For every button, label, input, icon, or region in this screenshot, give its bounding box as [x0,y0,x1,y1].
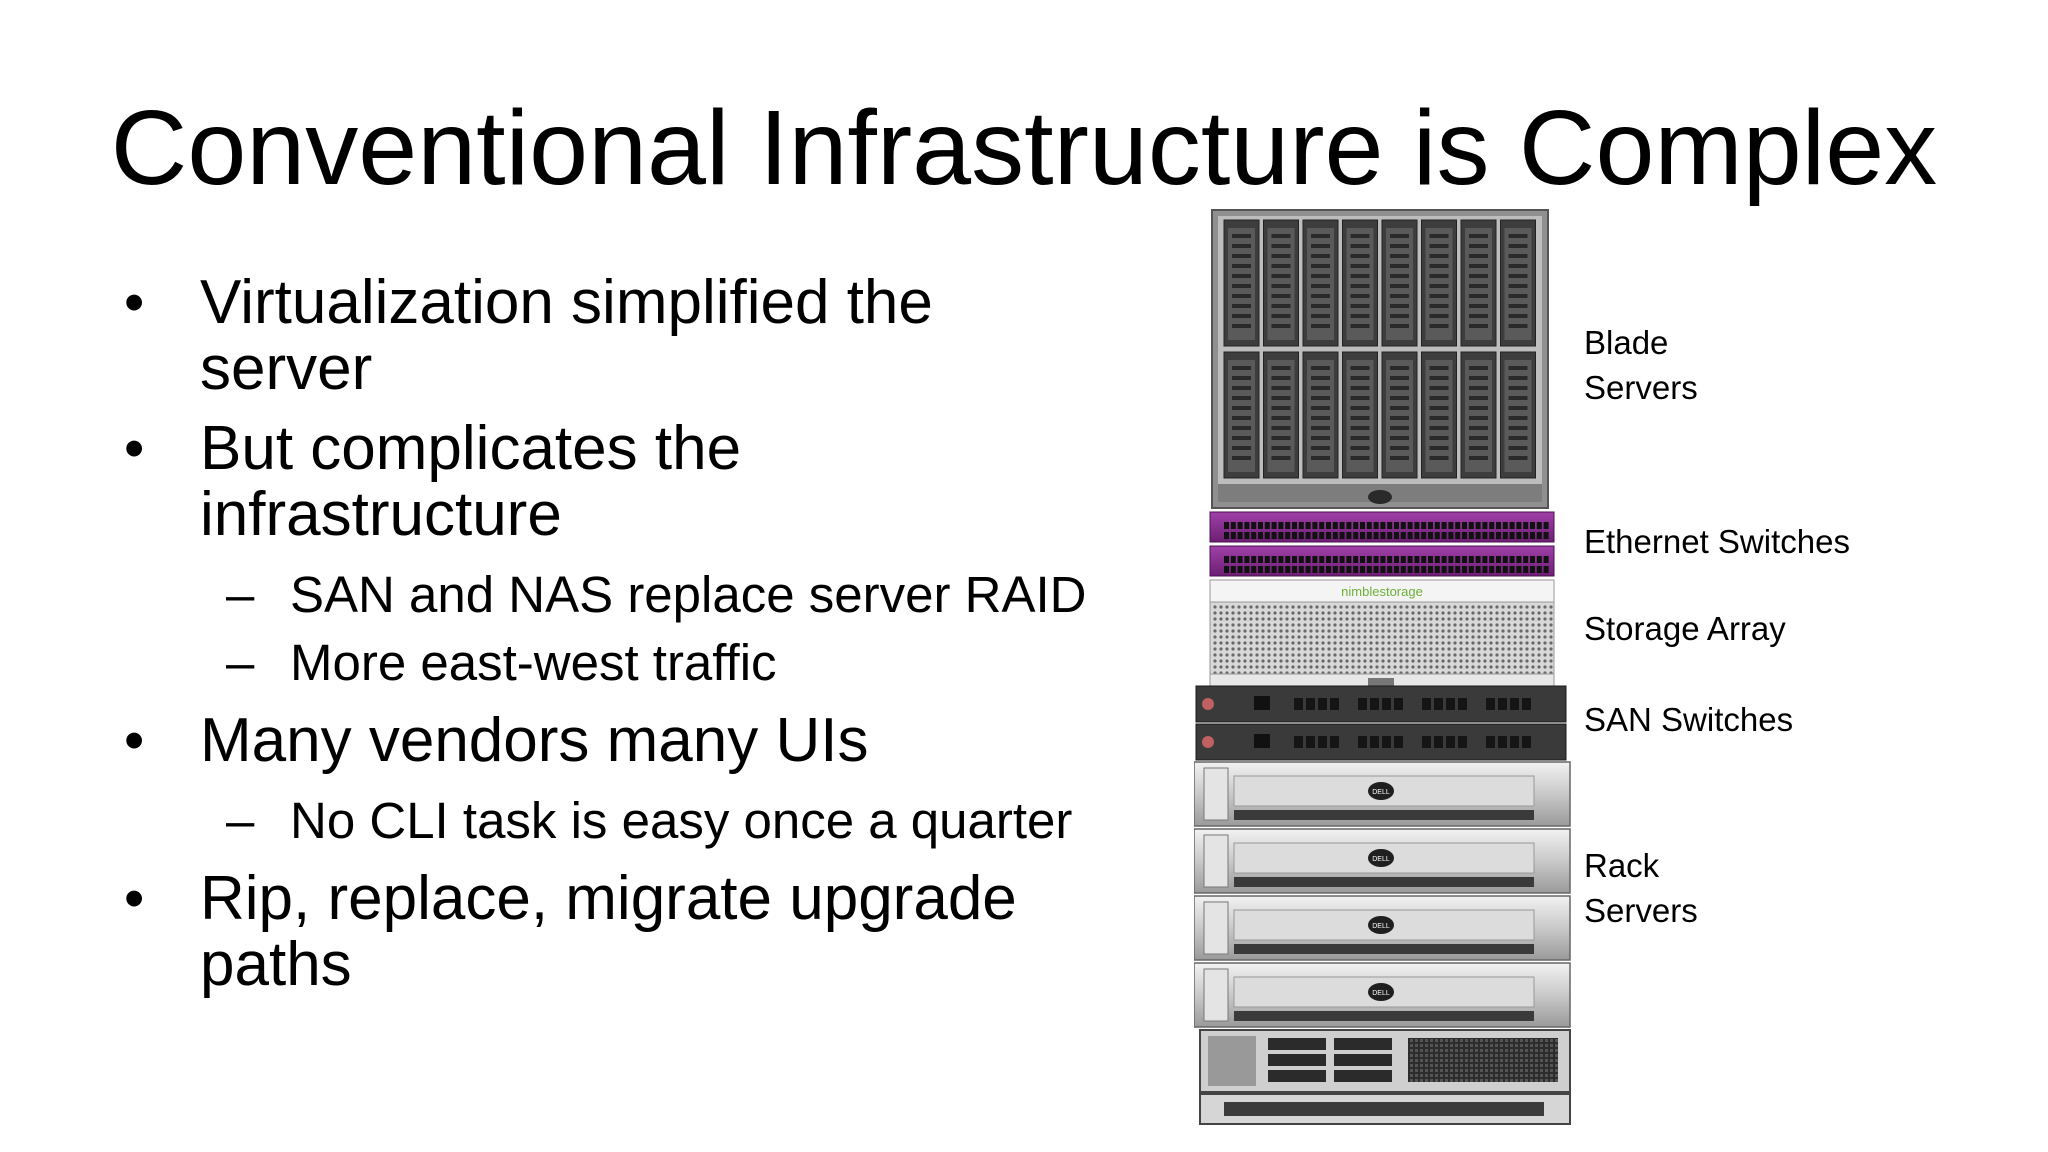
svg-text:DELL: DELL [1372,990,1390,997]
svg-text:DELL: DELL [1372,789,1390,796]
bullet-item: • Rip, replace, migrate upgrade paths [118,866,1118,998]
storage-array: nimblestorage [1209,579,1555,693]
bullet-item: • Many vendors many UIs [118,708,1118,774]
bullet-list: • Virtualization simplified the server •… [118,270,1118,1012]
label-storage-array: Storage Array [1584,610,1786,647]
label-ethernet-switches: Ethernet Switches [1584,523,1850,560]
label-blade-servers: Blade Servers [1584,324,1698,406]
bullet-text: Many vendors many UIs [200,706,869,775]
bullet-text: Virtualization simplified the server [200,268,933,403]
ethernet-switches [1209,511,1555,577]
bullet-symbol: • [124,416,145,481]
bullet-symbol: • [124,270,145,335]
label-rack-servers: Rack Servers [1584,847,1698,929]
bullet-symbol: • [124,708,145,773]
storage-brand: nimblestorage [1341,584,1423,599]
blade-chassis [1211,209,1549,509]
rack-illustration: nimblestorage DELL DELL DELL DELL [1194,208,1574,1128]
sub-bullet-item: – No CLI task is easy once a quarter [118,788,1118,854]
svg-text:DELL: DELL [1372,923,1390,930]
svg-text:DELL: DELL [1372,856,1390,863]
sub-bullet-text: SAN and NAS replace server RAID [290,566,1087,623]
bullet-text: Rip, replace, migrate upgrade paths [200,864,1017,999]
bullet-symbol: • [124,866,145,931]
label-san-switches: SAN Switches [1584,701,1794,738]
sub-bullet-symbol: – [226,792,255,849]
sub-bullet-symbol: – [226,566,255,623]
rack-servers: DELL DELL DELL DELL [1194,761,1571,1028]
sub-bullet-text: More east-west traffic [290,634,777,691]
sub-bullet-item: – SAN and NAS replace server RAID [118,562,1118,628]
san-switches [1195,685,1567,761]
hp-servers [1199,1029,1571,1125]
sub-bullet-symbol: – [226,634,255,691]
sub-bullet-item: – More east-west traffic [118,630,1118,696]
bullet-item: • But complicates the infrastructure [118,416,1118,548]
sub-bullet-text: No CLI task is easy once a quarter [290,792,1073,849]
bullet-item: • Virtualization simplified the server [118,270,1118,402]
bullet-text: But complicates the infrastructure [200,414,742,549]
slide-title: Conventional Infrastructure is Complex [110,89,1938,207]
